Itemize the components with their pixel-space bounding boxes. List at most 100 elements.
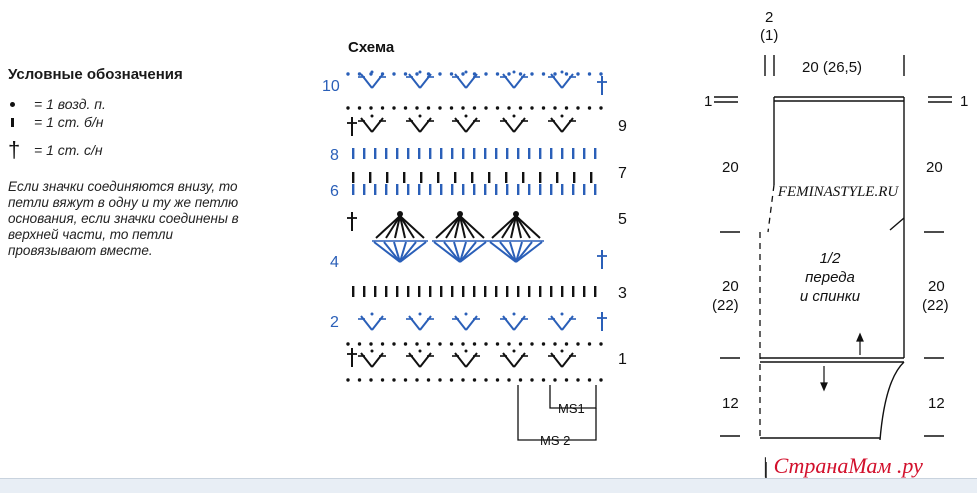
chain-dot-row-10 [461, 72, 465, 76]
schematic-dashed [759, 184, 775, 440]
bar-stitch [418, 148, 421, 159]
bar-stitch [573, 172, 576, 183]
left-12: 12 [722, 395, 739, 412]
fan-down-leg [489, 241, 517, 263]
bar-stitch [462, 184, 465, 195]
v-stitch-left [502, 117, 515, 133]
chain-dot-row-1 [426, 342, 431, 346]
bar-stitch [522, 172, 525, 183]
fan-up-leg [515, 215, 522, 239]
chain-dot-row-10 [449, 72, 454, 76]
v-stitch-right [419, 352, 432, 368]
chain-dot-row-1 [449, 342, 454, 346]
right-20-top: 20 [926, 159, 943, 176]
fan-up-top [457, 211, 463, 217]
fan-up-top [513, 211, 519, 217]
v-stitch-right [371, 315, 384, 331]
legend-item-text: = 1 ст. б/н [34, 114, 104, 130]
fan-up-leg [515, 215, 531, 239]
legend-item-text: = 1 возд. п. [34, 96, 106, 112]
v-stitch-right [513, 352, 526, 368]
chain-dot-row-1 [403, 342, 408, 346]
bar-stitch [572, 184, 575, 195]
bar-stitch [385, 286, 388, 297]
bar-stitch [488, 172, 491, 183]
v-stitch-dot [370, 349, 374, 353]
chain-dot-row-1 [599, 342, 603, 346]
v-stitch-left [408, 352, 421, 368]
chain-dot-row-10 [587, 72, 592, 76]
v-stitch-left [360, 315, 373, 331]
chain-dot-row-10 [438, 72, 442, 76]
chain-dot-row-9 [495, 106, 500, 110]
bar-stitch [505, 172, 508, 183]
chain-dot-row-1 [472, 342, 477, 346]
chain-dot-row-1 [369, 342, 373, 346]
legend-item-text: = 1 ст. с/н [34, 142, 103, 158]
left-22-mid: (22) [712, 297, 739, 314]
bar-stitch [451, 148, 454, 159]
v-stitch-right [371, 117, 384, 133]
bar-stitch [363, 184, 366, 195]
bar-stitch [484, 286, 487, 297]
chain-dot-foundation [553, 378, 557, 382]
chain-dot-row-9 [346, 106, 350, 110]
right-12: 12 [928, 395, 945, 412]
fan-down-leg [433, 241, 461, 263]
bar-stitch [451, 286, 454, 297]
chain-dot-row-10 [357, 72, 362, 76]
v-stitch-dot [370, 312, 374, 316]
v-stitch-dot [512, 349, 516, 353]
bar-stitch [550, 184, 553, 195]
fan-down-leg [373, 241, 401, 263]
width-label: 20 (26,5) [802, 59, 862, 76]
chain-dot-row-1 [380, 342, 385, 346]
bar-stitch [385, 184, 388, 195]
v-stitch-dot [418, 70, 422, 74]
right-22-mid: (22) [922, 297, 949, 314]
fan-up-leg [510, 215, 517, 239]
chain-dot-row-10 [507, 72, 511, 76]
bar-stitch [572, 286, 575, 297]
bar-stitch [374, 148, 377, 159]
fan-up-leg [435, 215, 461, 239]
bar-stitch [407, 184, 410, 195]
v-stitch-right [371, 73, 384, 89]
bar-stitch [495, 184, 498, 195]
v-stitch-dot [560, 70, 564, 74]
chain-dot-foundation [530, 378, 534, 382]
chain-dot-row-10 [346, 72, 350, 76]
bar-stitch [506, 184, 509, 195]
fan-up-leg [375, 215, 401, 239]
bar-stitch [473, 148, 476, 159]
fan-down-leg [393, 241, 401, 263]
fan-up-leg [385, 215, 401, 239]
chain-dot-row-9 [541, 106, 546, 110]
chain-dot-foundation [426, 378, 431, 382]
v-stitch-dot [464, 114, 468, 118]
bar-stitch [418, 184, 421, 195]
chain-dot-row-9 [357, 106, 362, 110]
chain-dot-row-9 [438, 106, 442, 110]
chain-dot-foundation [449, 378, 454, 382]
chain-dot-row-10 [576, 72, 580, 76]
bar-stitch [418, 286, 421, 297]
chain-dot-row-9 [461, 106, 465, 110]
bar-stitch [352, 286, 355, 297]
bar-stitch [374, 184, 377, 195]
bar-stitch [495, 286, 498, 297]
chain-dot-row-1 [553, 342, 557, 346]
bar-stitch [352, 148, 355, 159]
chain-dot-foundation [357, 378, 362, 382]
legend: Условные обозначения = 1 возд. п. = 1 ст… [8, 66, 308, 259]
v-stitch-right [561, 117, 574, 133]
bar-stitch [539, 148, 542, 159]
chain-dot-foundation [564, 378, 569, 382]
bar-stitch [528, 286, 531, 297]
v-stitch-dot [560, 312, 564, 316]
bar-stitch [473, 184, 476, 195]
schematic-arrows [820, 332, 864, 392]
bar-stitch [473, 286, 476, 297]
chain-dot-foundation [518, 378, 523, 382]
row-number-8: 8 [330, 147, 339, 164]
